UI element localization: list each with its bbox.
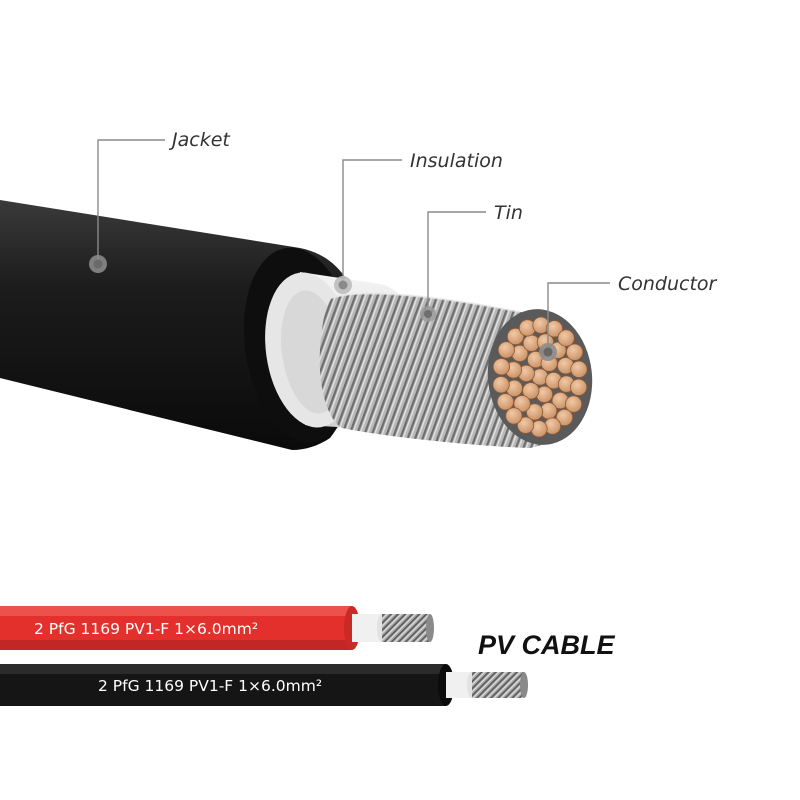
conductor-strand bbox=[569, 378, 588, 396]
tin-label: Tin bbox=[494, 202, 523, 224]
conductor-strands bbox=[492, 316, 588, 438]
black-cable-strands bbox=[472, 672, 524, 698]
conductor-strand bbox=[496, 393, 514, 411]
callout-leaders bbox=[97, 139, 610, 352]
conductor-strand bbox=[570, 360, 588, 378]
jacket-leader-line bbox=[97, 139, 165, 264]
conductor-strand bbox=[492, 358, 510, 376]
red-cable-strands bbox=[382, 614, 430, 642]
conductor-label: Conductor bbox=[618, 273, 718, 295]
callout-dots bbox=[89, 255, 557, 361]
conductor-strand bbox=[516, 416, 535, 434]
conductor-strand bbox=[505, 407, 523, 425]
black-pv-cable: 2 PfG 1169 PV1-F 1×6.0mm² bbox=[0, 664, 528, 706]
conductor-strand bbox=[564, 395, 583, 413]
pv-cable-title: PV CABLE bbox=[478, 630, 616, 660]
red-cable-marking: 2 PfG 1169 PV1-F 1×6.0mm² bbox=[34, 620, 258, 638]
red-pv-cable: 2 PfG 1169 PV1-F 1×6.0mm² bbox=[0, 606, 434, 650]
jacket-label: Jacket bbox=[168, 129, 231, 151]
black-cable-marking: 2 PfG 1169 PV1-F 1×6.0mm² bbox=[98, 677, 322, 695]
main-cable bbox=[0, 200, 593, 450]
conductor-strand bbox=[557, 329, 575, 347]
conductor-strand bbox=[497, 341, 515, 359]
tin-leader-line bbox=[427, 211, 486, 314]
conductor-strand bbox=[522, 382, 540, 400]
conductor-leader-line bbox=[547, 282, 610, 352]
insulation-leader-line bbox=[342, 159, 402, 285]
conductor-strand bbox=[545, 320, 564, 338]
conductor-strand bbox=[555, 408, 574, 427]
conductor-strand bbox=[506, 327, 525, 346]
conductor-strand bbox=[565, 343, 584, 361]
insulation-label: Insulation bbox=[410, 150, 503, 172]
conductor-strand bbox=[492, 376, 510, 394]
conductor-strand bbox=[513, 395, 531, 413]
conductor-strand bbox=[525, 403, 544, 421]
